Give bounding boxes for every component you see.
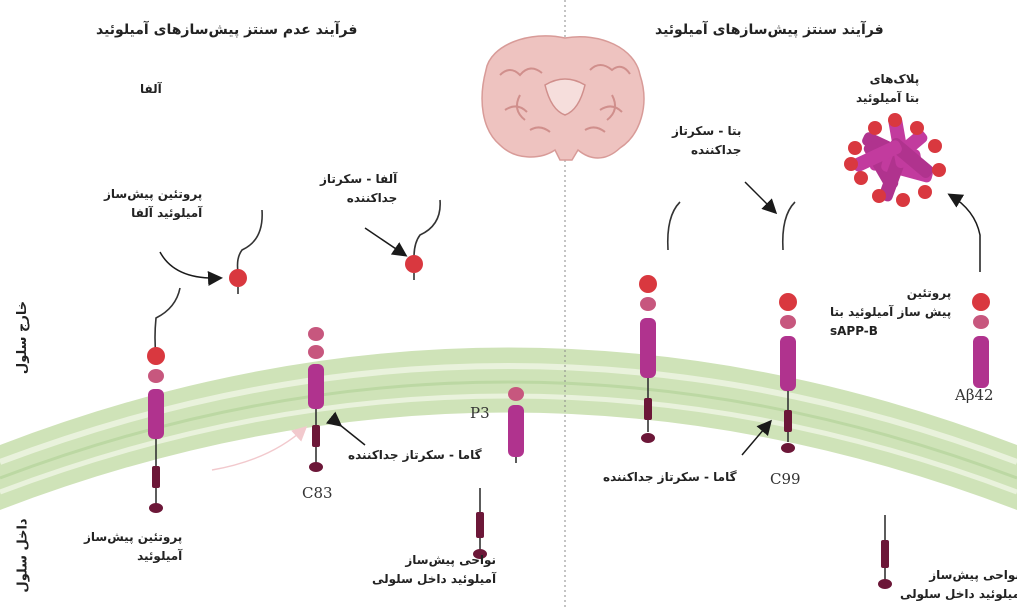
label-beta-plaques-line2: بتا آمیلوئید	[856, 89, 919, 108]
c83-pink-domain-2	[308, 345, 324, 359]
label-app-line1: پروتئین پیش‌ساز	[84, 528, 182, 547]
salpha-red-domain-2	[405, 255, 423, 273]
label-aicd-left-line2: آمیلوئید داخل سلولی	[372, 570, 496, 589]
label-beta-secretase-line2: جداکننده	[672, 141, 741, 160]
label-p3: P3	[470, 404, 490, 422]
label-alpha-precursor: پروتئین پیش‌ساز آمیلوئید آلفا	[104, 185, 202, 223]
app-left-magenta-domain	[148, 389, 164, 439]
plaque-bead-10	[844, 157, 858, 171]
abeta42-pink-domain	[973, 315, 989, 329]
c99-red-domain	[779, 293, 797, 311]
label-sapp-beta: پروتئین پیش ساز آمیلوئید بتا sAPP-B	[830, 284, 951, 341]
label-alpha: آلفا	[140, 80, 162, 99]
label-sapp-beta-line3: sAPP-B	[830, 322, 951, 341]
label-app: پروتئین پیش‌ساز آمیلوئید	[84, 528, 182, 566]
salpha-red-domain-1	[229, 269, 247, 287]
plaque-bead-9	[872, 189, 886, 203]
sappb-pink-domain	[640, 297, 656, 311]
label-sapp-beta-line2: پیش ساز آمیلوئید بتا	[830, 303, 951, 322]
plaque-bead-4	[910, 121, 924, 135]
salpha-tail-1	[238, 210, 263, 272]
c83-dark-domain	[312, 425, 320, 447]
app-left-dark-domain	[152, 466, 160, 488]
label-intracellular: داخل سلول	[16, 518, 31, 592]
label-abeta42: Aβ42	[955, 386, 994, 404]
app-left-red-domain	[147, 347, 165, 365]
c83-knob	[309, 462, 323, 472]
c83-magenta-domain	[308, 364, 324, 409]
p3-magenta-domain	[508, 405, 524, 457]
label-beta-plaques: پلاک‌های بتا آمیلوئید	[856, 70, 919, 108]
plaque-bead-3	[888, 113, 902, 127]
sappb-dark-domain	[644, 398, 652, 420]
sappb-tail-2	[783, 202, 795, 250]
label-beta-plaques-line1: پلاک‌های	[856, 70, 919, 89]
label-c83: C83	[302, 484, 333, 502]
label-alpha-precursor-line1: پروتئین پیش‌ساز	[104, 185, 202, 204]
brain-illustration	[482, 36, 644, 160]
label-gamma-secretase-left: گاما - سکرتاز جداکننده	[348, 446, 482, 465]
p3-pink-domain	[508, 387, 524, 401]
plaque-bead-8	[896, 193, 910, 207]
amyloid-plaque-cluster	[844, 113, 946, 207]
app-left-knob	[149, 503, 163, 513]
salpha-tail-2	[414, 200, 440, 257]
c83-pink-domain	[308, 327, 324, 341]
title-amyloidogenic: فرآیند سنتز پیش‌سازهای آمیلوئید	[655, 22, 884, 38]
label-extracellular: خارج سلول	[15, 301, 30, 374]
app-left-ectodomain-tail	[155, 288, 180, 356]
label-aicd-right-line2: میلوئید داخل سلولی	[900, 585, 1017, 604]
label-aicd-left-line1: نواحی پیش‌ساز	[372, 551, 496, 570]
c99-dark-domain	[784, 410, 792, 432]
c99-magenta-domain	[780, 336, 796, 391]
label-alpha-precursor-line2: آمیلوئید آلفا	[104, 204, 202, 223]
c99-pink-domain	[780, 315, 796, 329]
sappb-tail-1	[668, 202, 680, 250]
plaque-bead-0	[848, 141, 862, 155]
sappb-magenta-domain	[640, 318, 656, 378]
label-aicd-right-line1: نواحی پیش‌ساز	[900, 566, 1017, 585]
sappb-knob	[641, 433, 655, 443]
label-alpha-secretase-line1: آلفا - سکرتاز	[320, 170, 397, 189]
plaque-bead-5	[928, 139, 942, 153]
label-beta-secretase: بتا - سکرتاز جداکننده	[672, 122, 741, 160]
aicd-right-knob	[878, 579, 892, 589]
label-aicd-left: نواحی پیش‌ساز آمیلوئید داخل سلولی	[372, 551, 496, 589]
abeta42-red-domain	[972, 293, 990, 311]
label-beta-secretase-line1: بتا - سکرتاز	[672, 122, 741, 141]
c99-knob	[781, 443, 795, 453]
label-sapp-beta-line1: پروتئین	[830, 284, 951, 303]
plaque-bead-1	[854, 171, 868, 185]
app-left-pink-domain	[148, 369, 164, 383]
plaque-bead-6	[932, 163, 946, 177]
label-c99: C99	[770, 470, 801, 488]
title-non-amyloidogenic: فرآیند عدم سنتز پیش‌سازهای آمیلوئید	[96, 22, 357, 38]
abeta42-magenta-domain	[973, 336, 989, 388]
aicd-left-dark-domain	[476, 512, 484, 538]
plaque-bead-7	[918, 185, 932, 199]
sappb-red-domain	[639, 275, 657, 293]
label-gamma-secretase-right: گاما - سکرتاز جداکننده	[603, 468, 737, 487]
aicd-right-dark-domain	[881, 540, 889, 568]
label-alpha-secretase-line2: جداکننده	[320, 189, 397, 208]
label-app-line2: آمیلوئید	[84, 547, 182, 566]
label-alpha-secretase: آلفا - سکرتاز جداکننده	[320, 170, 397, 208]
plaque-bead-2	[868, 121, 882, 135]
label-aicd-right: نواحی پیش‌ساز میلوئید داخل سلولی	[900, 566, 1017, 604]
